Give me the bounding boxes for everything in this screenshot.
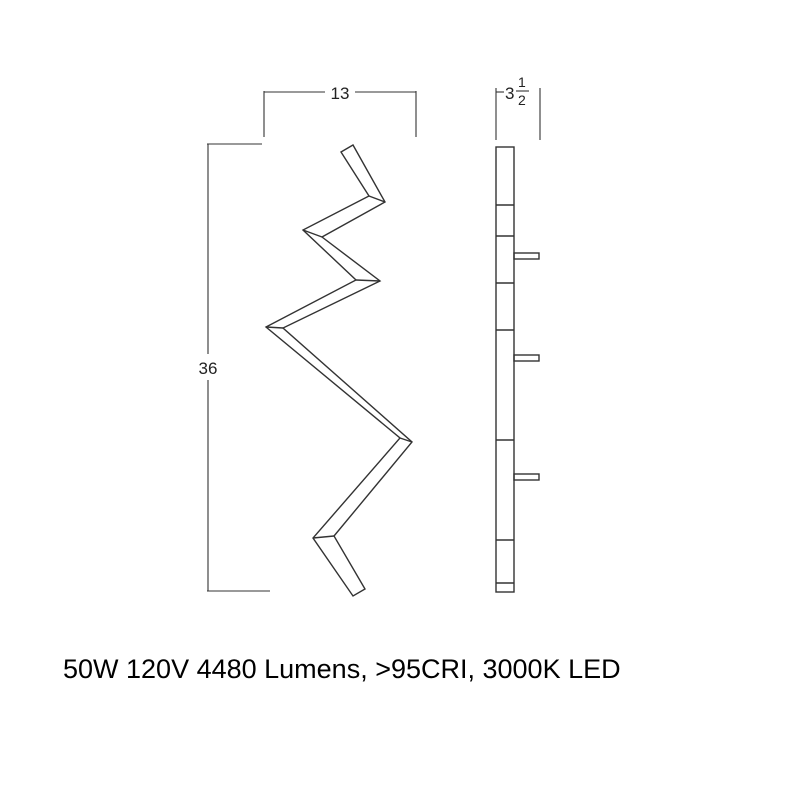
- height-dimension: 36: [199, 143, 270, 592]
- depth-dimension: 3 1 2: [495, 74, 541, 140]
- width-label: 13: [331, 84, 350, 103]
- depth-label-whole: 3: [505, 84, 514, 103]
- height-label: 36: [199, 359, 218, 378]
- fixture-outline: [264, 144, 413, 597]
- spec-caption: 50W 120V 4480 Lumens, >95CRI, 3000K LED: [63, 654, 621, 684]
- width-dimension: 13: [263, 84, 417, 137]
- fold-line-1: [368, 195, 386, 203]
- fixture-side-view: [495, 146, 540, 593]
- fold-line-6: [312, 535, 335, 539]
- fold-line-5: [399, 437, 413, 443]
- mounting-standoff-top: [513, 252, 540, 260]
- fold-line-4: [265, 326, 284, 329]
- fold-line-3: [355, 279, 381, 282]
- depth-label-numerator: 1: [518, 74, 526, 90]
- fixture-front-view: [264, 144, 413, 597]
- depth-label-denominator: 2: [518, 92, 526, 108]
- mounting-standoff-middle: [513, 354, 540, 362]
- fold-line-2: [302, 229, 323, 238]
- mounting-standoff-bottom: [513, 473, 540, 481]
- side-profile-body: [495, 146, 515, 593]
